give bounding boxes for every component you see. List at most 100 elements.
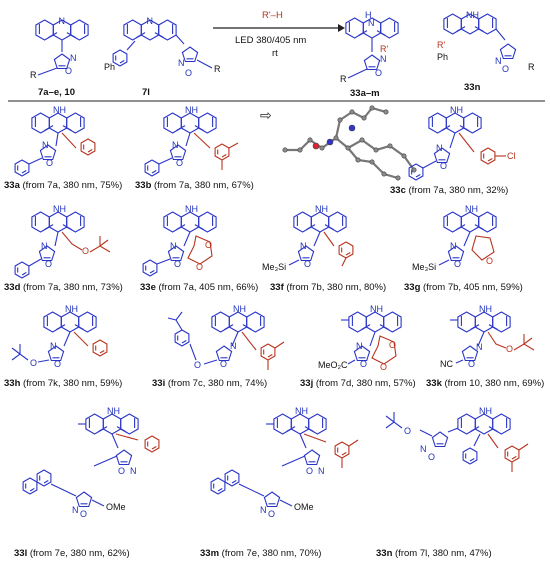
product-33a: NH NO [14,105,96,177]
svg-text:N: N [230,341,237,351]
svg-text:O: O [176,158,183,168]
svg-text:R: R [214,64,221,74]
svg-text:NH: NH [295,406,308,416]
svg-text:O: O [268,509,275,519]
svg-text:O: O [30,358,37,368]
svg-text:N: N [72,505,79,515]
svg-text:NH: NH [233,304,246,314]
svg-text:N: N [70,53,77,63]
caption-33k: 33k (from 10, 380 nm, 69%) [426,378,544,389]
svg-text:N: N [380,54,387,64]
svg-text:N: N [300,241,307,251]
conditions-light: LED 380/405 nm [235,35,306,46]
svg-text:Ph: Ph [104,62,115,72]
svg-text:NH: NH [53,204,66,214]
caption-33d: 33d (from 7a, 380 nm, 73%) [4,282,123,293]
caption-33g: 33g (from 7b, 405 nm, 59%) [404,282,523,293]
svg-text:N: N [450,241,457,251]
svg-text:O: O [220,359,227,369]
svg-text:N: N [356,341,363,351]
svg-text:NH: NH [465,204,478,214]
svg-text:R': R' [437,40,445,50]
svg-text:N: N [318,466,325,476]
sm1-label: 7a–e, 10 [38,87,75,98]
svg-text:R': R' [380,44,388,54]
caption-33i: 33i (from 7c, 380 nm, 74%) [152,378,267,389]
caption-33c: 33c (from 7a, 380 nm, 32%) [390,185,508,196]
product-33n: NH R' Ph N O R 33n [437,10,535,93]
product1-label: 33a–m [350,88,380,99]
svg-text:O: O [82,246,89,256]
svg-text:O: O [205,240,212,250]
svg-text:N: N [495,56,502,66]
svg-text:O: O [380,362,387,372]
svg-text:NH: NH [479,304,492,314]
svg-text:N: N [50,341,57,351]
svg-text:O: O [54,359,61,369]
svg-text:O: O [185,68,192,78]
svg-text:OMe: OMe [294,502,314,512]
svg-text:NC: NC [440,359,453,369]
caption-33j: 33j (from 7d, 380 nm, 57%) [300,378,416,389]
product-33n-example: NH NO O [385,406,529,472]
svg-text:NH: NH [185,105,198,115]
product-33e: NH NO O O [142,204,217,277]
product-33h: NH NO O [11,304,108,369]
svg-text:O: O [389,340,396,350]
svg-text:NH: NH [450,105,463,115]
svg-text:N: N [368,18,375,28]
product-33c: NH NO Cl [408,105,516,181]
svg-text:N: N [172,140,179,150]
svg-text:O: O [118,466,125,476]
reagent-label: R'–H [262,10,283,21]
caption-33f: 33f (from 7b, 380 nm, 80%) [270,282,386,293]
svg-text:MeO₂C: MeO₂C [318,360,348,370]
svg-text:N: N [420,444,427,454]
svg-text:N: N [260,505,267,515]
svg-text:O: O [404,426,411,436]
reaction-arrow: R'–H LED 380/405 nm rt [213,10,345,59]
svg-text:O: O [486,256,493,266]
svg-text:R: R [340,74,347,84]
svg-text:Me₃Si: Me₃Si [412,262,436,272]
sm2-label: 7l [142,87,150,98]
svg-text:N: N [147,16,154,26]
svg-text:N: N [178,58,185,68]
svg-text:N: N [41,241,48,251]
product-33j: NH NO MeO₂C O O [318,304,402,372]
caption-33m: 33m (from 7e, 380 nm, 70%) [200,548,321,559]
svg-text:O: O [306,466,313,476]
svg-text:N: N [42,140,49,150]
svg-text:O: O [194,360,201,370]
product-33g: NH NO Me₃Si O [412,204,497,272]
svg-text:N: N [170,241,177,251]
svg-text:O: O [80,509,87,519]
svg-text:O: O [304,259,311,269]
svg-text:O: O [440,161,447,171]
caption-33e: 33e (from 7a, 405 nm, 66%) [140,282,258,293]
product-33i: NH NO O [167,304,285,370]
caption-33b: 33b (from 7a, 380 nm, 67%) [135,180,254,191]
svg-text:OMe: OMe [106,502,126,512]
implies-arrow-icon: ⇨ [260,107,272,123]
svg-text:N: N [59,16,66,26]
starting-material-7l: N Ph N O R 7l [104,16,221,98]
svg-text:N: N [436,143,443,153]
product-33f: NH NO Me₃Si [262,204,354,272]
product-33k: NH NO NC O [440,304,535,369]
svg-text:O: O [502,64,509,74]
svg-text:O: O [360,359,367,369]
svg-text:O: O [468,359,475,369]
caption-33h: 33h (from 7k, 380 nm, 59%) [4,378,122,389]
svg-text:Ph: Ph [437,52,448,62]
svg-text:O: O [46,158,53,168]
starting-material-7a-10: N N O R 7a–e, 10 [30,16,89,98]
product-33a-m: H N R' N O R 33a–m [340,10,399,99]
caption-33l: 33l (from 7e, 380 nm, 62%) [14,548,130,559]
svg-text:H: H [365,10,372,20]
svg-text:O: O [454,259,461,269]
svg-text:O: O [506,344,513,354]
svg-text:NH: NH [107,406,120,416]
